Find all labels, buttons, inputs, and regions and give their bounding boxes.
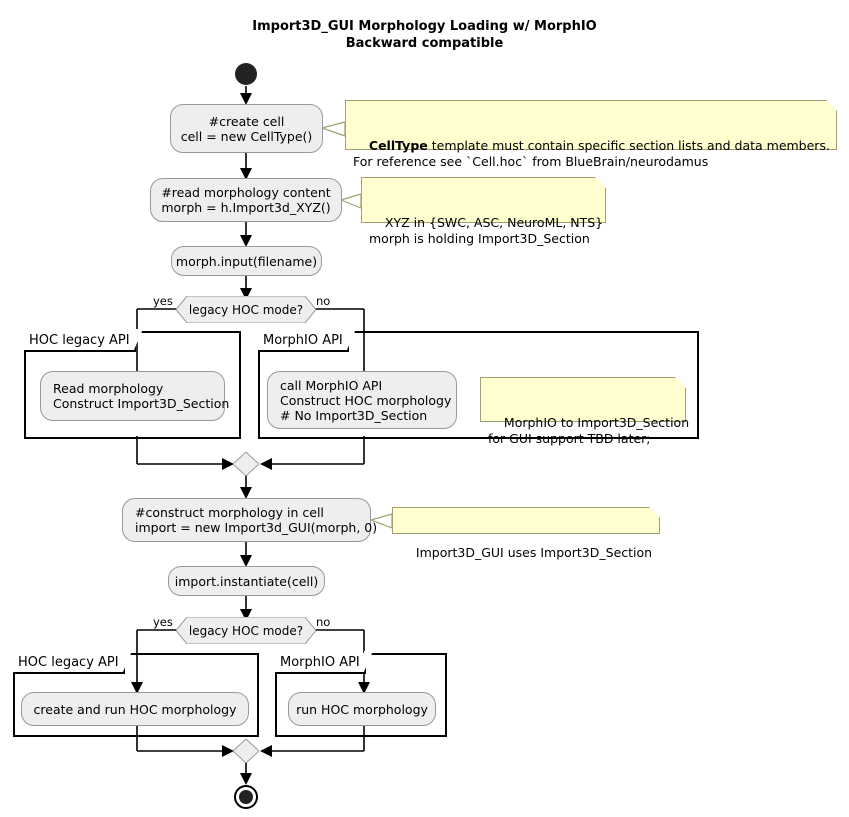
merge-diamond-1 [232,451,260,477]
activity-read-morphology-label: #read morphology content morph = h.Impor… [161,185,331,215]
page-title: Import3D_GUI Morphology Loading w/ Morph… [0,18,849,52]
decision-legacy-hoc-mode-1[interactable]: legacy HOC mode? [175,295,317,324]
activity-instantiate-label: import.instantiate(cell) [174,573,319,589]
note-celltype-text: CellType template must contain specific … [353,138,830,169]
activity-read-construct[interactable]: Read morphology Construct Import3D_Secti… [40,371,229,421]
partition-hoc-legacy-api-bottom [13,653,259,737]
note-xyz-text: XYZ in {SWC, ASC, NeuroML, NTS} morph is… [369,215,604,246]
decision-2-yes-label: yes [153,615,173,629]
activity-construct-in-cell-label: #construct morphology in cell import = n… [135,505,378,535]
activity-create-run-hoc[interactable]: create and run HOC morphology [21,692,249,726]
activity-call-morphio-label: call MorphIO API Construct HOC morpholog… [280,377,452,423]
partition-hoc-legacy-api-bottom-label: HOC legacy API [13,651,132,674]
note-xyz: XYZ in {SWC, ASC, NeuroML, NTS} morph is… [361,177,606,246]
note-celltype-strong: CellType [368,138,428,153]
activity-read-morphology[interactable]: #read morphology content morph = h.Impor… [150,178,342,222]
decision-2-no-label: no [316,615,331,629]
note-morphio-tbd: MorphIO to Import3D_Section for GUI supp… [480,377,689,446]
note-gui-uses: Import3D_GUI uses Import3D_Section [392,507,660,560]
note-fold-icon [826,100,837,111]
partition-hoc-legacy-api-top-label: HOC legacy API [24,329,143,352]
activity-morph-input-label: morph.input(filename) [175,253,318,269]
activity-instantiate[interactable]: import.instantiate(cell) [168,566,325,596]
partition-morphio-api-top [258,331,699,439]
activity-run-hoc[interactable]: run HOC morphology [288,692,436,726]
note-gui-uses-text: Import3D_GUI uses Import3D_Section [415,545,653,560]
note-fold-icon [649,507,660,518]
decision-1-label: legacy HOC mode? [188,302,304,317]
note-fold-icon [595,177,606,188]
partition-morphio-api-top-label: MorphIO API [258,329,356,352]
start-circle [235,63,257,85]
decision-legacy-hoc-mode-2[interactable]: legacy HOC mode? [175,616,317,645]
note-celltype: CellType template must contain specific … [345,100,837,169]
activity-construct-in-cell[interactable]: #construct morphology in cell import = n… [122,498,377,542]
note-fold-icon [675,377,686,388]
decision-1-no-label: no [316,294,331,308]
title-line-2: Backward compatible [345,36,504,51]
activity-run-hoc-label: run HOC morphology [296,701,428,717]
note-celltype-rest: template must contain specific section l… [427,138,830,153]
activity-create-cell[interactable]: #create cell cell = new CellType() [170,104,323,153]
activity-call-morphio[interactable]: call MorphIO API Construct HOC morpholog… [267,371,457,429]
activity-morph-input[interactable]: morph.input(filename) [171,246,322,276]
note-celltype-line2: For reference see `Cell.hoc` from BlueBr… [353,154,709,169]
activity-create-run-hoc-label: create and run HOC morphology [33,701,237,717]
note-morphio-tbd-text: MorphIO to Import3D_Section for GUI supp… [488,415,690,446]
activity-create-cell-label: #create cell cell = new CellType() [180,113,313,144]
decision-1-yes-label: yes [153,294,173,308]
title-line-1: Import3D_GUI Morphology Loading w/ Morph… [252,19,597,34]
end-circle [234,785,258,809]
decision-2-label: legacy HOC mode? [188,623,304,638]
activity-read-construct-label: Read morphology Construct Import3D_Secti… [53,381,230,411]
merge-diamond-2 [232,738,260,764]
partition-morphio-api-bottom-label: MorphIO API [275,651,373,674]
